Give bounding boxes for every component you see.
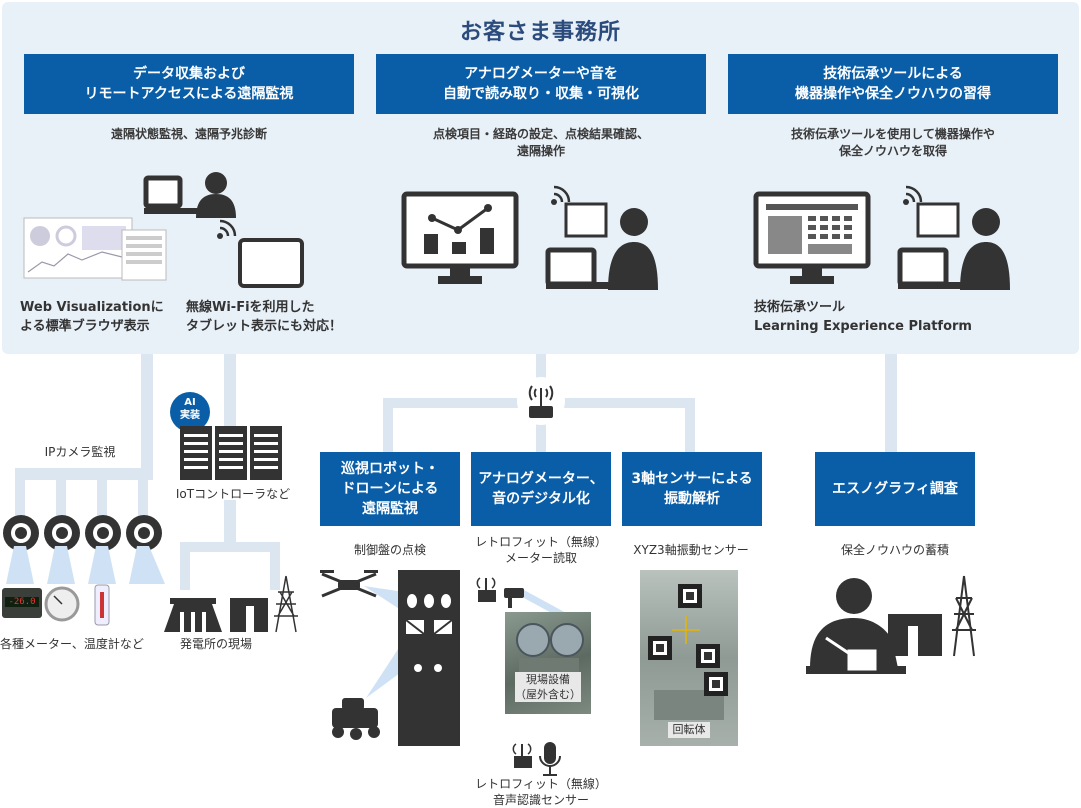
browser-screens-icon [23,217,167,281]
sub-knowhow: 保全ノウハウの蓄積 [840,543,949,557]
person-laptop-wifi-icon [897,185,1010,290]
connector-line [885,354,897,452]
analog-gauge-icon [44,586,80,622]
caption-web-visualization: Web Visualizationに よる標準ブラウザ表示 [20,300,164,334]
control-panel-icon [398,570,460,746]
thermometer-icon [94,584,110,626]
connector-line [15,468,25,518]
connector-line [383,398,393,452]
tablet-icon [238,238,304,288]
person-writing-icon [806,575,976,674]
drone-icon [320,570,378,598]
caption-lxp: 技術伝承ツール Learning Experience Platform [754,300,972,334]
header-analog-reading: アナログメーターや音を 自動で読み取り・収集・可視化 [376,54,706,114]
equipment-photo: 現場設備 （屋外含む） [505,612,591,714]
connector-line [180,542,280,552]
person-laptop-icon [143,172,236,218]
connector-line [180,542,190,590]
digital-meter-reading: -26.0 [5,597,39,607]
iot-controller-icon [180,426,282,480]
sub-meter-reading: レトロフィット（無線） メーター読取 [475,535,607,565]
sub-xyz-sensor: XYZ3軸振動センサー [633,543,749,557]
monitor-document-icon [753,191,871,284]
connector-line [224,500,236,552]
power-plant-icon [230,575,298,633]
wifi-icon [217,219,237,239]
sub-analog-reading: 点検項目・経路の設定、点検結果確認、 遠隔操作 [432,127,649,158]
person-laptop-wifi-icon [545,185,658,290]
label-sound-sensor: レトロフィット（無線） 音声認識センサー [475,777,607,807]
connector-line [270,542,280,590]
header-remote-monitoring: データ収集および リモートアクセスによる遠隔監視 [24,54,354,114]
header-robot-patrol: 巡視ロボット・ ドローンによる 遠隔監視 [320,452,460,526]
digital-meter: -26.0 [2,588,42,618]
monitor-chart-icon [401,191,519,284]
office-title: お客さま事務所 [459,20,621,45]
equipment-photo-label: 現場設備 （屋外含む） [515,672,581,702]
rotor-photo: 回転体 [640,570,738,746]
ip-camera-icon [3,515,39,551]
sub-remote-monitoring: 遠隔状態監視、遠隔予兆診断 [110,127,267,141]
dam-icon [164,598,222,632]
label-power-plant: 発電所の現場 [180,637,253,651]
ip-camera-icon [44,515,80,551]
camera-beam-icon [6,546,165,584]
inspection-beam-icon [364,586,404,698]
header-skill-transfer: 技術伝承ツールによる 機器操作や保全ノウハウの習得 [728,54,1058,114]
sub-skill-transfer: 技術伝承ツールを使用して機器操作や 保全ノウハウを取得 [791,127,995,158]
connector-line [15,468,152,480]
connector-line [97,468,107,518]
connector-line [224,354,236,444]
connector-line [685,398,695,452]
connector-line [56,468,66,518]
label-ip-camera: IPカメラ監視 [44,445,116,459]
header-vibration: 3軸センサーによる 振動解析 [622,452,762,526]
patrol-robot-icon [332,698,380,740]
ip-camera-icon [85,515,121,551]
connector-line [138,468,148,518]
connector-line [536,354,546,384]
ip-camera-icon [126,515,162,551]
header-analog-digital: アナログメーター、 音のデジタル化 [471,452,611,526]
label-meters: 各種メーター、温度計など [0,637,144,651]
sound-sensor-icon [512,742,561,776]
sub-control-panel: 制御盤の点検 [353,543,426,557]
ai-badge-label: AI 実装 [180,397,200,421]
rotor-photo-label: 回転体 [668,722,710,738]
connector-line [536,420,546,452]
header-ethnography: エスノグラフィ調査 [815,452,975,526]
caption-wifi-tablet: 無線Wi-Fiを利用した タブレット表示にも対応！ [186,300,343,334]
label-iot-controller: IoTコントローラなど [175,487,291,501]
connector-line [141,354,153,480]
wireless-router-icon [517,377,565,425]
